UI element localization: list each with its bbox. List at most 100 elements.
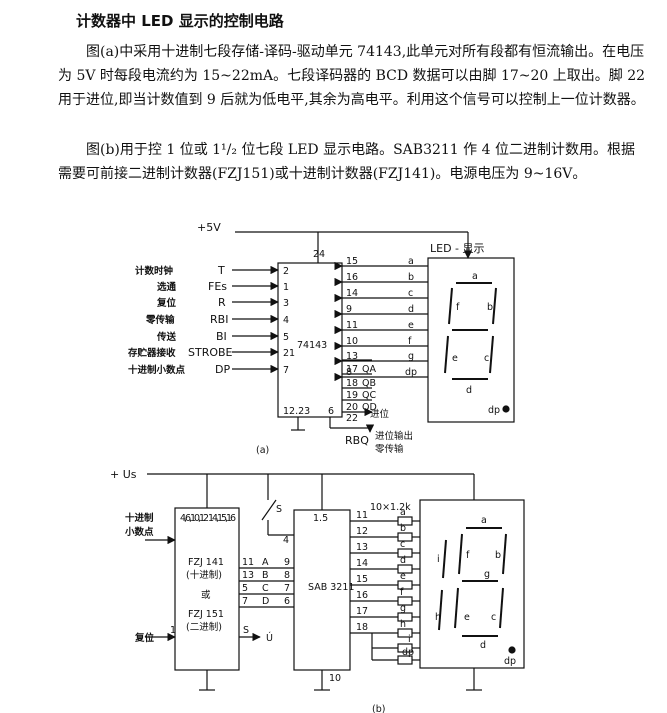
pin-3: 3 [283, 298, 289, 309]
pin-10: 10 [346, 336, 358, 347]
bus-pin-9: 9 [284, 557, 290, 568]
out-pin-12: 12 [356, 526, 368, 537]
out-pin-18: 18 [356, 622, 368, 633]
res-seg-e: e [400, 571, 406, 582]
counter-pins: 4,6,10,12 14,15,16 [180, 513, 236, 524]
bus-pin-5: 5 [242, 583, 248, 594]
pin-14: 14 [346, 288, 358, 299]
page-title: 计数器中 LED 显示的控制电路 [76, 12, 284, 30]
sab-pins-1-5: 1.5 [313, 513, 328, 524]
pin-18: 18 [346, 378, 358, 389]
pin-1: 1 [283, 282, 289, 293]
led-display-b [419, 499, 525, 669]
qc-label: QC [362, 390, 376, 401]
pin-6: 6 [328, 406, 334, 417]
seg-e-label: e [408, 320, 414, 331]
res-seg-dp: dp [402, 647, 414, 658]
input-signal-rbi: RBI [210, 313, 228, 326]
bus-b: B [262, 570, 269, 581]
out-pin-15: 15 [356, 574, 368, 585]
seg-c-label: c [408, 288, 413, 299]
counter-fzj-box [174, 507, 240, 671]
figure-a-labels: +5V 24 LED - 显示 74143 12.23 6 RBQ 进位输出 零… [127, 221, 500, 456]
led-display-a [427, 257, 515, 423]
carry-label: 进位 [370, 408, 390, 420]
counter-or: 或 [201, 589, 211, 601]
paragraph-1: 图(a)中采用十进制七段存储-译码-驱动单元 74143,此单元对所有段都有恒流… [58, 44, 646, 108]
caption-a: (a) [256, 445, 269, 456]
res-seg-f: f [400, 587, 404, 598]
res-seg-c: c [400, 539, 405, 550]
seg-a-label: a [408, 256, 414, 267]
supply-us: + Us [110, 468, 137, 481]
qa-label: QA [362, 364, 376, 375]
res-seg-d: d [400, 555, 406, 566]
bus-pin-13: 13 [242, 570, 254, 581]
figure-b [145, 473, 525, 691]
u-output: Ú [266, 632, 273, 644]
display-b-seg-a: a [481, 515, 487, 526]
bus-c: C [262, 583, 269, 594]
rbq-desc-2: 零传输 [375, 443, 404, 455]
out-pin-17: 17 [356, 606, 368, 617]
pin-9: 9 [346, 304, 352, 315]
display-b-seg-d: d [480, 640, 486, 651]
out-pin-13: 13 [356, 542, 368, 553]
seg-f-label: f [408, 336, 412, 347]
seg-d-label: d [408, 304, 414, 315]
pin-19: 19 [346, 390, 358, 401]
qd-label: QD [362, 402, 377, 413]
figure-b-labels: + Us S 4 1.5 SAB 3211 10 10×1.2k (b) 十进制… [110, 468, 516, 713]
reset-label: 复位 [134, 632, 155, 644]
dp-label-2: 小数点 [124, 526, 154, 538]
input-label-strobe-select: 选通 [157, 281, 177, 293]
out-pin-11: 11 [356, 510, 368, 521]
rbq-label: RBQ [345, 434, 369, 447]
pins-12-23: 12.23 [283, 406, 310, 417]
s-output: S [243, 625, 249, 636]
counter-fzj141: FZJ 141 [188, 557, 224, 568]
input-signal-bi: BI [216, 330, 227, 343]
input-label-reset: 复位 [156, 297, 177, 309]
sab-pin-4: 4 [283, 535, 289, 546]
input-label-clock: 计数时钟 [135, 265, 174, 277]
pin-8: 8 [346, 367, 352, 378]
seg-g-label: g [408, 351, 414, 362]
pin-21: 21 [283, 348, 295, 359]
chip-74143-label: 74143 [297, 340, 327, 351]
sab3211-label: SAB 3211 [308, 582, 354, 593]
bus-a: A [262, 557, 269, 568]
pin-7: 7 [283, 365, 289, 376]
dp-label-1: 十进制 [125, 512, 154, 524]
supply-5v: +5V [197, 221, 221, 234]
pin-20: 20 [346, 402, 358, 413]
counter-fzj151: FZJ 151 [188, 609, 224, 620]
input-signal-fes: FEs [208, 280, 227, 293]
figure-a [232, 231, 515, 433]
led-display-label: LED - 显示 [430, 242, 485, 255]
bus-pin-6: 6 [284, 596, 290, 607]
pin-22: 22 [346, 413, 358, 424]
caption-b: (b) [372, 704, 385, 713]
display-b-seg-c: c [491, 612, 496, 623]
pin-5: 5 [283, 332, 289, 343]
pin-16: 16 [346, 272, 358, 283]
pin-17: 17 [346, 364, 358, 375]
input-signal-r: R [218, 296, 226, 309]
display-b-seg-g: g [484, 569, 490, 580]
input-signal-t: T [217, 264, 225, 277]
paragraph-2: 图(b)用于控 1 位或 1¹/₂ 位七段 LED 显示电路。SAB3211 作… [58, 142, 635, 182]
qb-label: QB [362, 378, 376, 389]
display-seg-e: e [452, 353, 458, 364]
res-seg-g: g [400, 603, 406, 614]
input-label-transfer: 传送 [156, 331, 177, 343]
res-seg-i: i [408, 634, 411, 645]
out-pin-16: 16 [356, 590, 368, 601]
counter-decimal: (十进制) [186, 569, 222, 581]
display-seg-f: f [456, 302, 460, 313]
display-seg-b: b [487, 302, 493, 313]
pin-24: 24 [313, 249, 325, 260]
out-pin-14: 14 [356, 558, 368, 569]
counter-binary: (二进制) [186, 621, 222, 633]
